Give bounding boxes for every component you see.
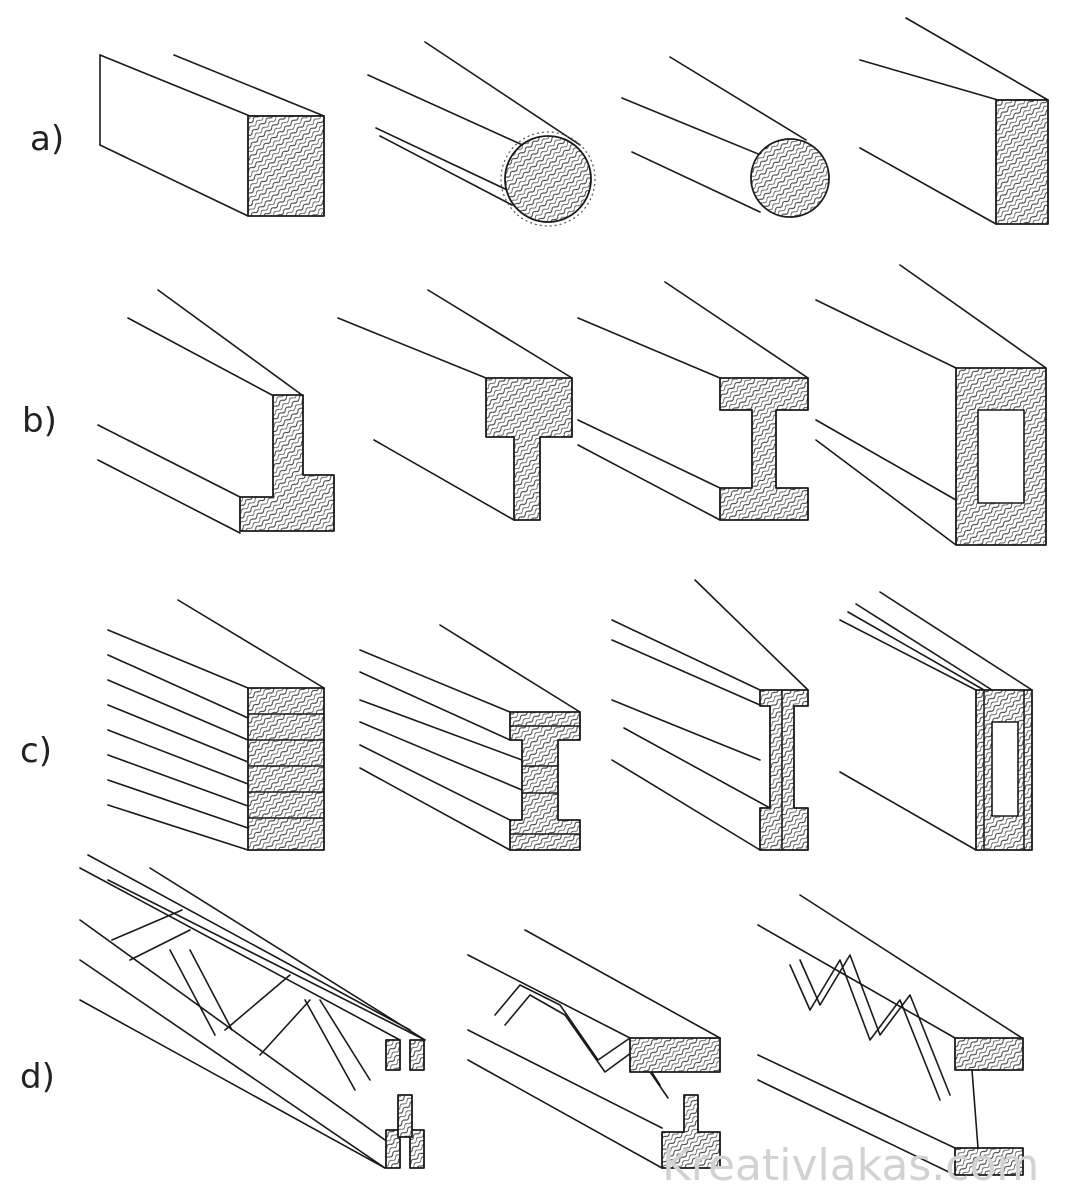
row-label-c: c) [20, 731, 52, 771]
beam-a4-tall-rectangle [859, 17, 1049, 225]
row-label-a: a) [30, 119, 64, 159]
beam-d2-web-truss [467, 929, 721, 1169]
beam-c2-laminated-i-section [359, 624, 581, 851]
watermark-text: Kreativlakas.com [662, 1140, 1039, 1191]
row-label-d: d) [20, 1057, 55, 1097]
beam-c1-laminated-stack [107, 599, 325, 851]
beam-b1-l-section [97, 289, 335, 534]
beam-a2-round-log [367, 41, 596, 227]
beam-b2-t-section [337, 289, 573, 521]
beam-c4-laminated-box-section [839, 591, 1033, 851]
row-label-b: b) [22, 401, 57, 441]
beam-b4-box-section [815, 264, 1047, 546]
beam-a1-solid-square [99, 54, 325, 217]
beam-d1-lattice-truss [79, 854, 426, 1169]
beam-c3-laminated-web-section [611, 579, 809, 851]
beam-a3-round-dowel [621, 56, 830, 218]
beam-d3-w-web-truss [757, 894, 1024, 1176]
beam-b3-i-section [577, 281, 809, 521]
